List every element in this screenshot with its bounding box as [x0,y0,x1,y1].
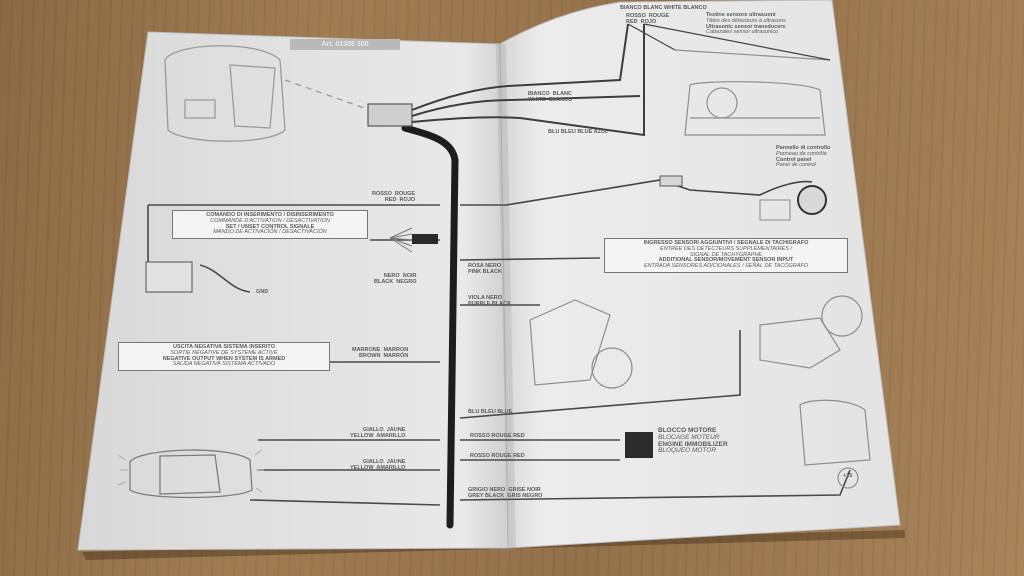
wire-label-red-top: ROSSO ROUGE RED ROJO [626,13,670,25]
additional-sensor-label-it: INGRESSO SENSORI AGGIUNTIVI / SEGNALE DI… [643,240,809,246]
wire-label-black: NERO NOIR BLACK NEGRO [374,273,417,285]
ultrasonic-sensor-labels: Testine sensore ultrasuoni Têtes des dét… [706,12,786,36]
negative-output-label-fr: SORTIE NÉGATIVE DE SYSTÈME ACTIVÉ [170,349,278,356]
control-panel-label-en: Control panel [776,156,812,163]
engine-label-es: BLOQUEO MOTOR [658,447,717,455]
additional-sensor-label-es: ENTRADA SENSORES ADICIONALES / SEÑAL DE … [643,263,809,270]
main-harness-cable [401,124,459,529]
sensor-label-fr: Têtes des détecteurs à ultrasons [706,17,786,24]
ground-label: GND [256,289,269,295]
command-label-it: COMANDO DI INSERIMENTO / DISINSERIMENTO [206,212,334,218]
wire-label-violet-black: VIOLA NERO PURPLE BLACK [468,295,512,307]
wire-label-brown: MARRONE MARRON BROWN MARRÓN [352,347,409,359]
wire-label-white-top: BIANCO BLANC WHITE BLANCO [620,5,707,11]
command-label-en: SET / UNSET CONTROL SIGNALE [225,223,315,230]
command-label-es: MANDO DE ACTIVACIÓN / DESACTIVACIÓN [213,229,327,236]
sensor-label-en: Ultrasonic sensor transducers [706,23,786,30]
control-panel-label-es: Panel de control [776,162,816,169]
wire-label-blue: BLU BLEU BLUE AZUL [548,129,609,135]
wire-label-yellow-2: GIALLO JAUNE YELLOW AMARILLO [350,459,406,471]
additional-sensor-label-fr-2: SIGNAL DE TACHYGRAPHE [689,251,763,258]
right-page [499,0,901,549]
left-page [77,31,509,551]
wire-label-pink-black: ROSA NERO PINK BLACK [468,263,502,275]
additional-sensor-label-en: ADDITIONAL SENSOR/MOVEMENT SENSOR INPUT [658,257,794,264]
sensor-label-es: Cabezales sensor ultrasonico [706,29,779,36]
wire-label-blue-lower: BLU BLEU BLUE [468,409,513,415]
control-panel-labels: Pannello di controllo Panneau de contrôl… [776,145,831,169]
engine-label-en: ENGINE IMMOBILIZER [658,440,728,448]
wire-label-yellow-1: GIALLO JAUNE YELLOW AMARILLO [350,427,406,439]
negative-output-label-en: NEGATIVE OUTPUT WHEN SYSTEM IS ARMED [162,355,286,362]
wire-label-pair-1: ROSSO ROUGE RED [470,433,525,439]
fuse-label: +15 [843,473,853,479]
negative-output-label-it: USCITA NEGATIVA SISTEMA INSERITO [173,344,275,350]
negative-output-label-es: SALIDA NEGATIVA SISTEMA ACTIVADO [172,361,276,368]
control-panel-label-it: Pannello di controllo [776,145,831,151]
engine-label-fr: BLOCAGE MOTEUR [658,433,720,441]
wire-label-grey-black: GRIGIO NERO GRISE NOIR GREY BLACK GRIS N… [468,487,543,499]
wire-label-white-left: BIANCO BLANC WHITE BLANCO [528,91,573,103]
wire-label-red-feed: ROSSO ROUGE RED ROJO [372,191,416,203]
command-label-fr: COMMANDE D'ACTIVATION / DÉSACTIVATION [210,217,330,224]
wire-label-pair-2: ROSSO ROUGE RED [470,453,525,459]
page-header-title: Art. 01306 300 [290,39,400,50]
additional-sensor-label-fr-1: ENTRÉE DES DÉTECTEURS SUPPLÉMENTAIRES / [660,245,792,252]
control-panel-label-fr: Panneau de contrôle [776,150,827,157]
sensor-label-it: Testine sensore ultrasuoni [706,12,776,18]
engine-immobilizer-labels: BLOCCO MOTORE BLOCAGE MOTEUR ENGINE IMMO… [658,427,728,455]
negative-output-box: USCITA NEGATIVA SISTEMA INSERITO SORTIE … [118,342,330,372]
command-box: COMANDO DI INSERIMENTO / DISINSERIMENTO … [172,210,368,240]
engine-label-it: BLOCCO MOTORE [658,427,717,434]
additional-sensor-box: INGRESSO SENSORI AGGIUNTIVI / SEGNALE DI… [604,238,848,273]
